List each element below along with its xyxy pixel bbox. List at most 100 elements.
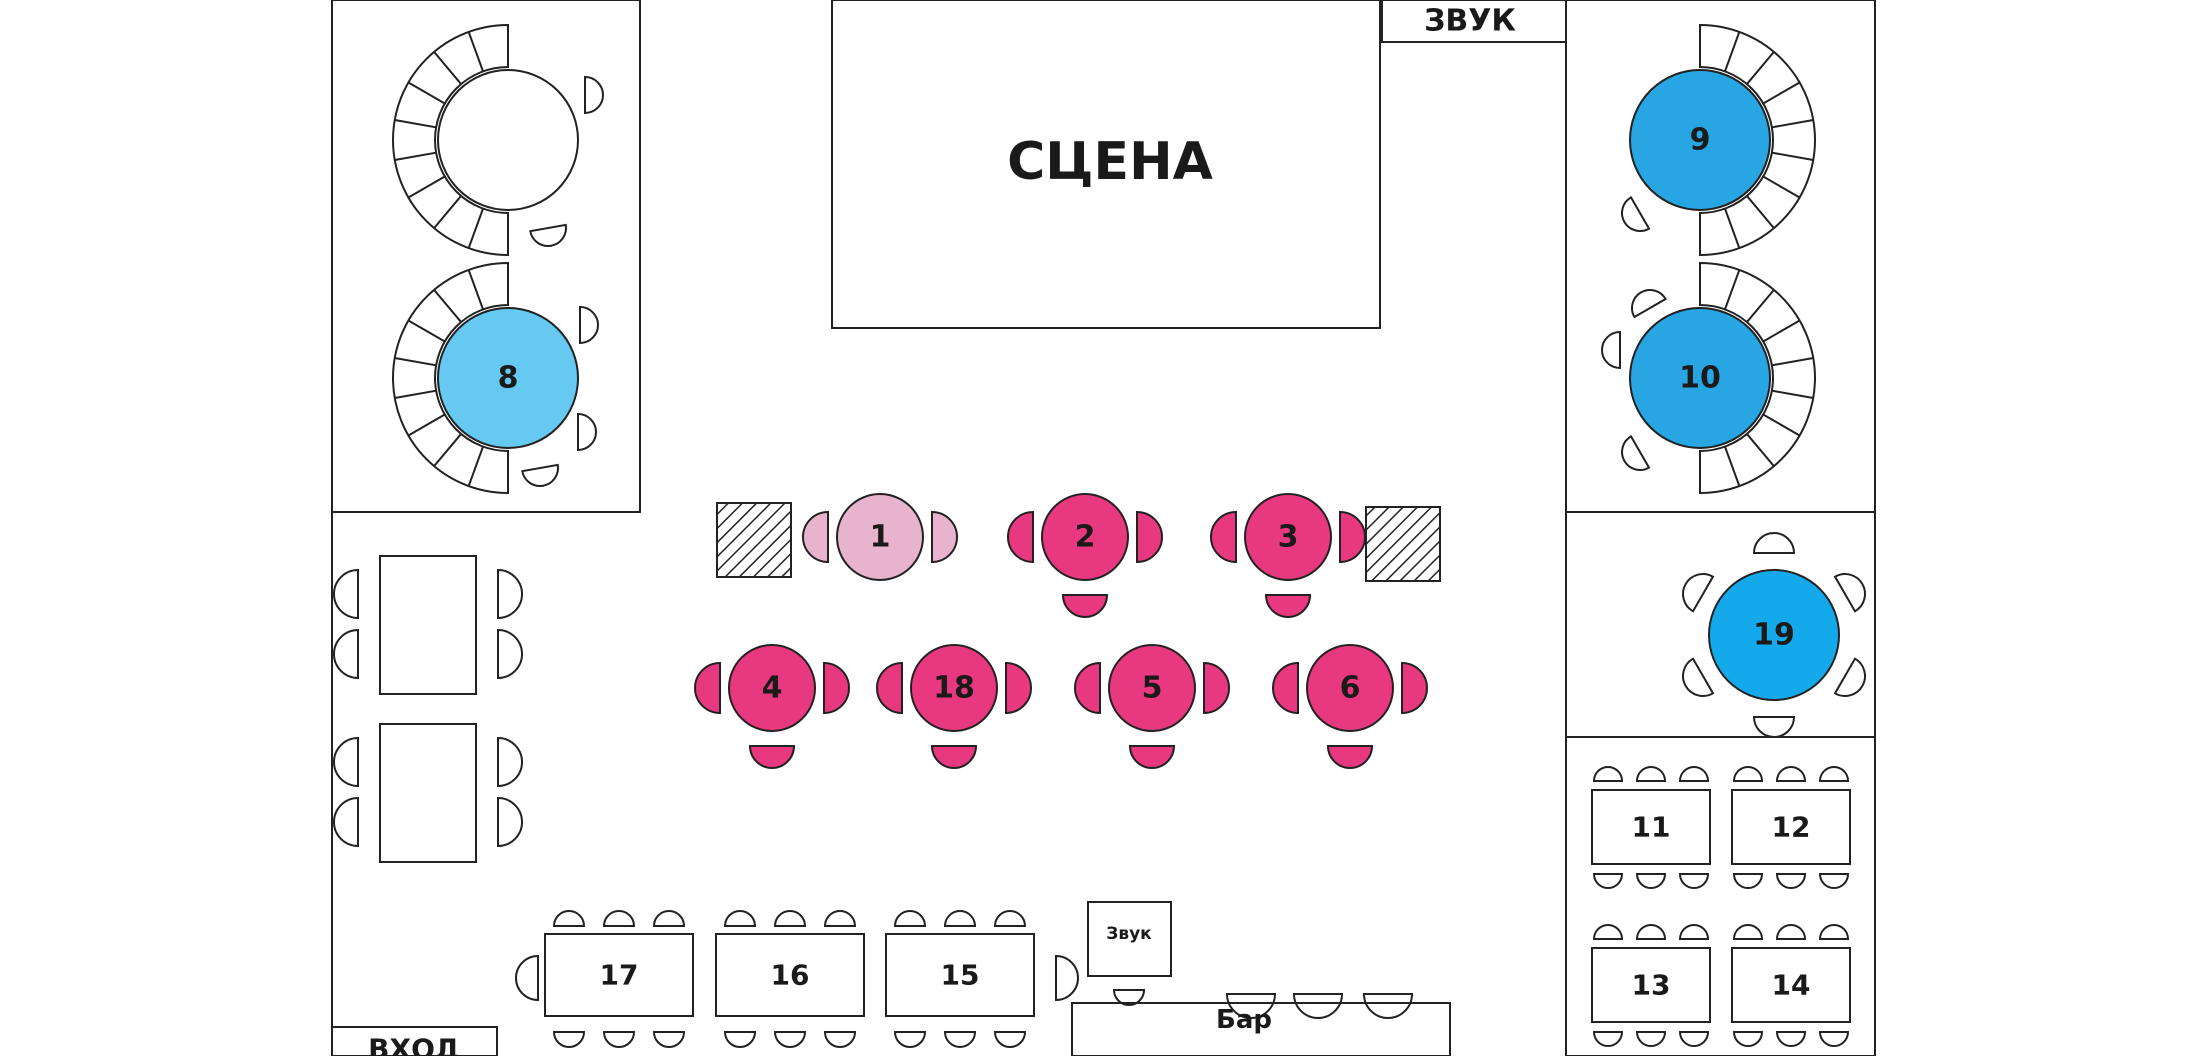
chairs [333,75,1866,1048]
table-10[interactable]: 10 [1629,307,1771,449]
table-1-label: 1 [870,520,891,555]
table-4[interactable]: 4 [728,644,816,732]
chair [1272,661,1299,715]
table-16-top [715,933,865,1017]
chair [1833,573,1866,613]
table-12[interactable]: 12 [1731,789,1851,865]
chair [1818,766,1850,782]
table-14-label: 14 [1772,969,1811,1002]
chair [1326,745,1374,769]
bar: Бар [1071,1002,1451,1056]
table-12-top [1731,789,1851,865]
table-13[interactable]: 13 [1591,947,1711,1023]
table-13-label: 13 [1632,969,1671,1002]
table-10-label: 10 [1679,361,1721,396]
table-rect-left-top[interactable] [379,555,477,695]
table-2-label: 2 [1075,520,1096,555]
chair [333,568,359,620]
chair [1621,196,1651,232]
chair [497,736,523,788]
table-9-top [1629,69,1771,211]
zone-left-booths [331,0,641,513]
table-big-top-left-top [437,69,579,211]
table-1-top [836,493,924,581]
table-4-top [728,644,816,732]
chair [1339,510,1366,564]
chair [1635,766,1667,782]
chair [1818,924,1850,940]
chair [1635,1031,1667,1047]
chair [652,1031,686,1048]
chair [1752,532,1796,554]
table-2[interactable]: 2 [1041,493,1129,581]
chair [1007,510,1034,564]
table-5[interactable]: 5 [1108,644,1196,732]
chair [802,510,829,564]
table-16-label: 16 [771,959,810,992]
table-5-top [1108,644,1196,732]
chair [1592,873,1624,889]
chair [943,910,977,927]
table-11[interactable]: 11 [1591,789,1711,865]
table-big-top-left[interactable] [437,69,579,211]
chair [497,568,523,620]
table-9[interactable]: 9 [1629,69,1771,211]
chair [694,661,721,715]
table-16[interactable]: 16 [715,933,865,1017]
chair [1592,924,1624,940]
chair [1732,1031,1764,1047]
table-14-top [1731,947,1851,1023]
table-17[interactable]: 17 [544,933,694,1017]
table-1[interactable]: 1 [836,493,924,581]
entrance-label: ВХОД [368,1033,460,1056]
table-14[interactable]: 14 [1731,947,1851,1023]
chair [1682,657,1715,697]
chair [1775,1031,1807,1047]
zone-right-tables [1565,736,1876,1056]
chair [823,1031,857,1048]
booth-sofas [392,23,1816,495]
table-11-top [1591,789,1711,865]
chair [876,661,903,715]
chair [931,510,958,564]
table-18-label: 18 [933,671,975,706]
chair [1061,594,1109,618]
chair [333,796,359,848]
chair [552,910,586,927]
chair [823,661,850,715]
chair [333,736,359,788]
sofa-top-left [392,23,509,257]
table-3-top [1244,493,1332,581]
table-6[interactable]: 6 [1306,644,1394,732]
chair [1203,661,1230,715]
table-8[interactable]: 8 [437,307,579,449]
chair [993,1031,1027,1048]
table-15[interactable]: 15 [885,933,1035,1017]
sound-box-small: Звук [1087,901,1172,977]
chair [1210,510,1237,564]
table-18[interactable]: 18 [910,644,998,732]
chair [1833,657,1866,697]
chair [584,75,604,115]
table-3-label: 3 [1278,520,1299,555]
table-19-label: 19 [1753,618,1795,653]
chair [1732,873,1764,889]
chair [579,305,599,345]
table-15-label: 15 [941,959,980,992]
chair [1055,954,1079,1002]
sound-booth-top: ЗВУК [1381,0,1567,43]
chair [1601,330,1621,370]
chair [723,1031,757,1048]
chair [1818,1031,1850,1047]
chair [773,910,807,927]
chair [1128,745,1176,769]
chair [748,745,796,769]
table-rect-left-bottom[interactable] [379,723,477,863]
chair [1592,766,1624,782]
chair [333,628,359,680]
table-rect-left-top-top [379,555,477,695]
table-19[interactable]: 19 [1708,569,1840,701]
chair [529,223,567,247]
chair [930,745,978,769]
table-3[interactable]: 3 [1244,493,1332,581]
